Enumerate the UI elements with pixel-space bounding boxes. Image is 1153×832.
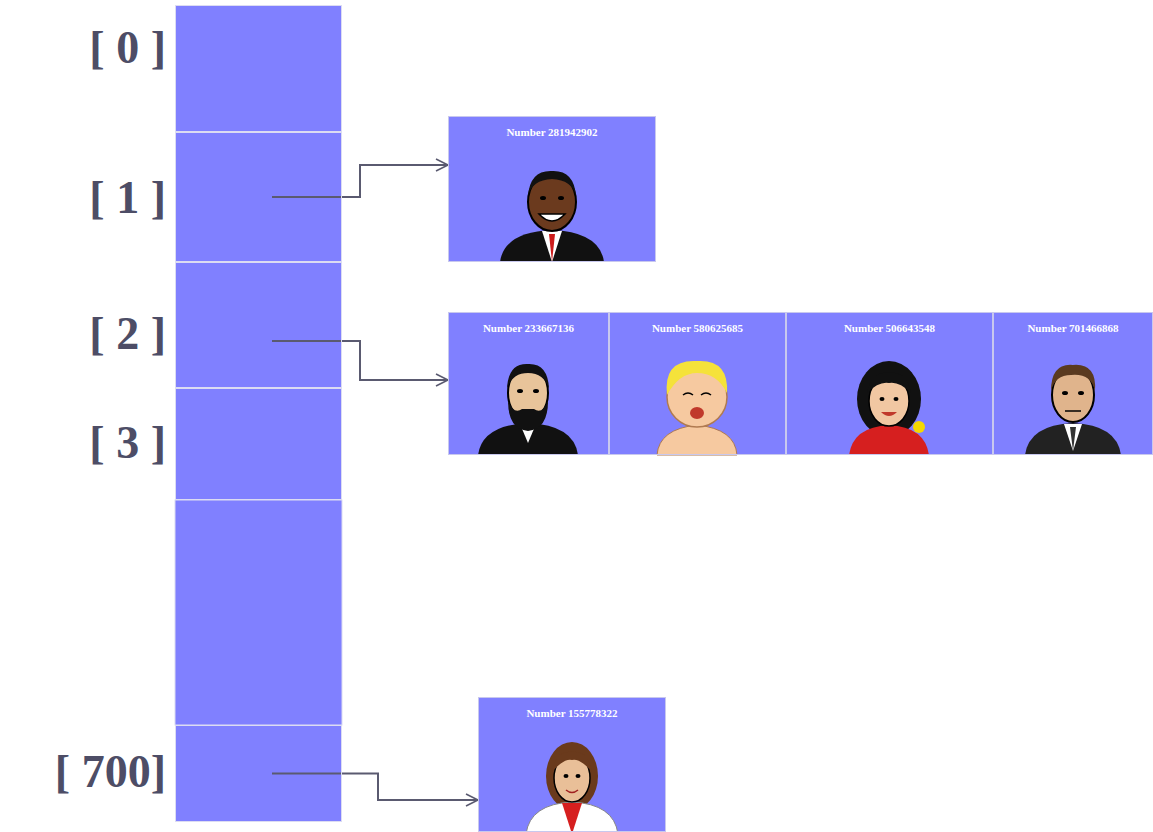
- record-number: Number 580625685: [614, 322, 781, 335]
- pointer-arrow: [342, 341, 448, 380]
- pointer-stub: [272, 773, 342, 775]
- portrait-eye: [540, 196, 546, 200]
- portrait-eye: [683, 393, 693, 395]
- record-card: Number 281942902: [448, 116, 656, 262]
- array-slot: [ 0 ]: [175, 5, 342, 132]
- portrait-bangs: [867, 373, 911, 393]
- array-slot: [ 3 ]: [175, 388, 342, 500]
- slot-index: [ 0 ]: [89, 25, 166, 71]
- pointer-arrow: [342, 774, 478, 801]
- record-card: Number 155778322: [478, 697, 666, 832]
- portrait: [657, 361, 737, 455]
- portrait-mouth: [1065, 410, 1081, 412]
- portrait-bangs: [552, 752, 592, 772]
- portrait-tie: [1070, 427, 1076, 451]
- portrait: [478, 364, 578, 455]
- portrait: [849, 361, 929, 455]
- portrait-coat: [526, 802, 618, 832]
- portrait-eye: [576, 774, 581, 778]
- portrait-hair: [667, 361, 728, 395]
- record-card: Number 233667136: [448, 312, 609, 455]
- record-number: Number 701466868: [998, 322, 1148, 335]
- portrait-bird: [913, 421, 925, 433]
- slot-index: [ 1 ]: [89, 175, 166, 221]
- portrait-shirt: [562, 803, 582, 832]
- blank-slot: [175, 500, 342, 725]
- portrait-hair: [857, 361, 921, 437]
- array-slot: [ 2 ]: [175, 262, 342, 388]
- portrait-smile: [881, 412, 897, 416]
- portrait-eye: [517, 389, 523, 393]
- slot-index: [ 3 ]: [89, 420, 166, 466]
- portrait-beard: [508, 401, 548, 431]
- portrait-suit: [500, 230, 604, 262]
- portrait-smile: [566, 790, 578, 793]
- record-fill: [448, 312, 609, 455]
- portrait-mouth: [690, 407, 704, 419]
- record-number: Number 155778322: [483, 707, 661, 720]
- record-fill: [448, 116, 656, 262]
- portrait: [500, 171, 604, 262]
- portrait-suit: [1025, 423, 1121, 455]
- portrait-smile: [539, 214, 565, 221]
- portrait-hair: [507, 364, 549, 389]
- slot-index: [ 700]: [55, 749, 166, 795]
- array-fill: [175, 5, 342, 822]
- portrait-eye: [533, 389, 539, 393]
- record-fill: [609, 312, 786, 455]
- pointer-stub: [272, 196, 342, 198]
- record-number: Number 233667136: [453, 322, 604, 335]
- slot-index: [ 2 ]: [89, 311, 166, 357]
- record-card: Number 701466868: [993, 312, 1153, 455]
- array-slot: [ 700]: [175, 725, 342, 822]
- portrait-eye: [701, 393, 711, 395]
- portrait-eye: [564, 774, 569, 778]
- record-fill: [786, 312, 993, 455]
- record-card: Number 580625685: [609, 312, 786, 455]
- pointer-arrow: [342, 165, 448, 197]
- portrait-eye: [880, 397, 885, 401]
- record-number: Number 281942902: [453, 126, 651, 139]
- portrait-tie: [549, 234, 555, 262]
- portrait: [526, 742, 618, 832]
- portrait: [1025, 365, 1121, 455]
- portrait-hair: [546, 742, 598, 810]
- portrait-shirt: [1064, 424, 1082, 451]
- portrait-eye: [894, 397, 899, 401]
- portrait-body: [657, 425, 737, 455]
- record-number: Number 506643548: [791, 322, 988, 335]
- portrait-eye: [1062, 391, 1068, 395]
- portrait-eye: [1078, 391, 1084, 395]
- array-slot: [ 1 ]: [175, 132, 342, 262]
- portrait-shirt: [542, 231, 562, 262]
- pointer-stub: [272, 340, 342, 342]
- portrait-hair: [528, 171, 576, 196]
- record-fill: [993, 312, 1153, 455]
- portrait-eye: [558, 196, 564, 200]
- record-card: Number 506643548: [786, 312, 993, 455]
- portrait-hair: [1051, 365, 1095, 391]
